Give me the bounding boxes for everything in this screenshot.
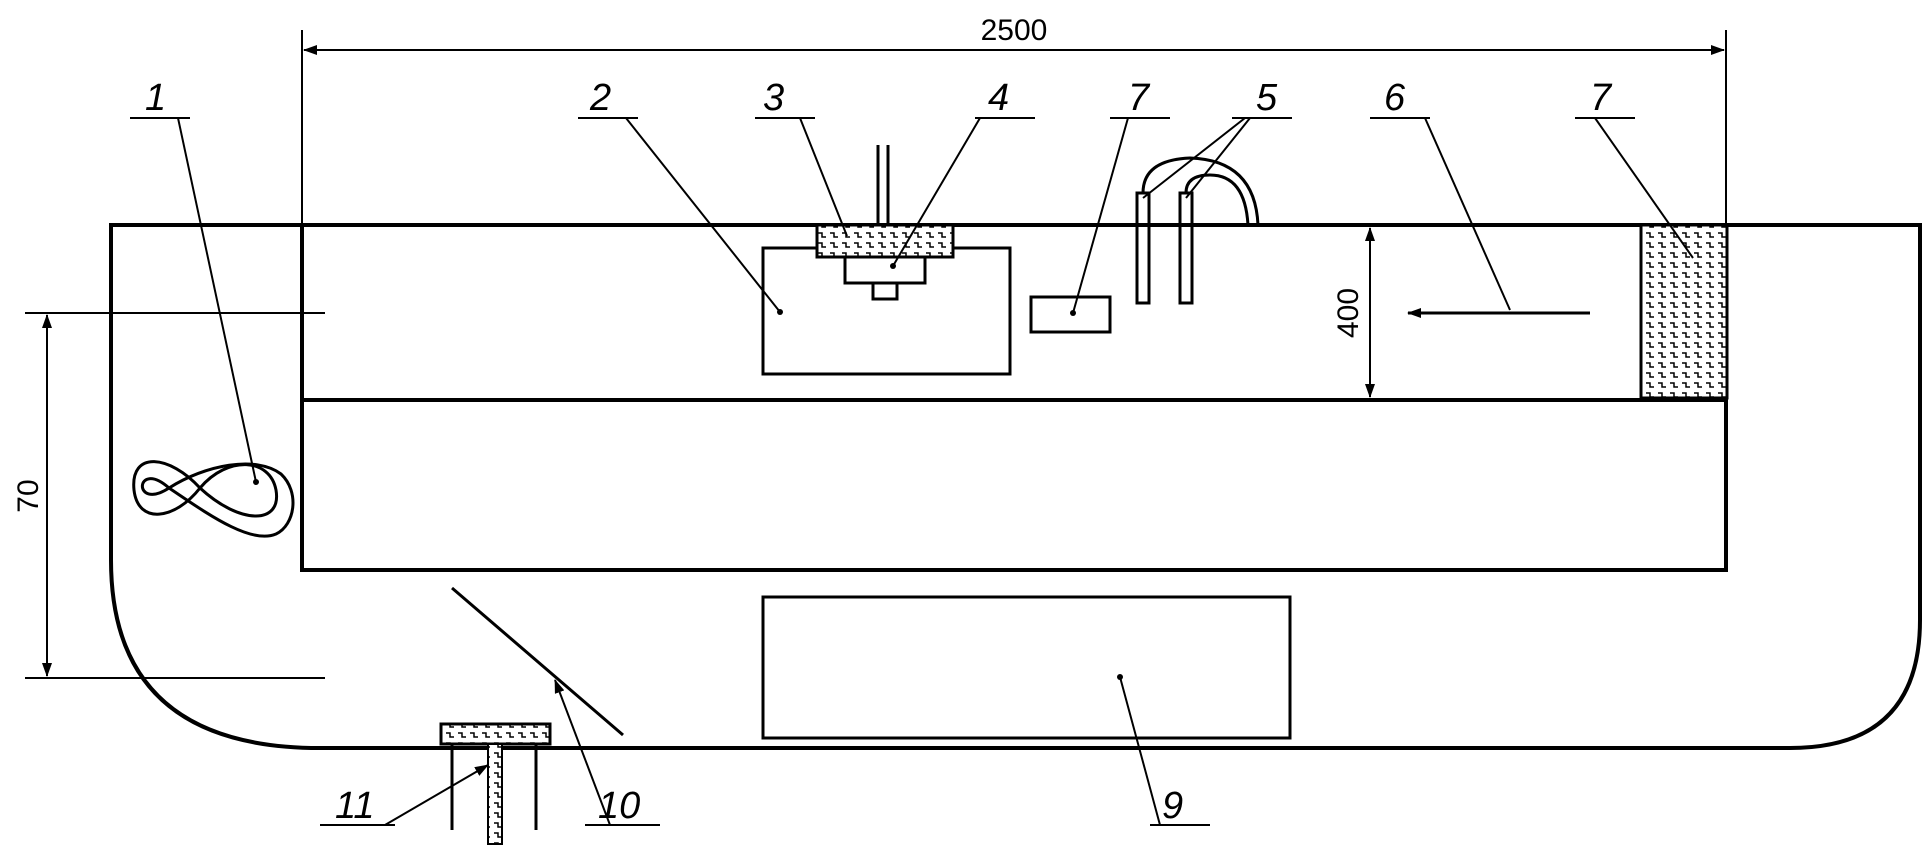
callout-1: 1 <box>145 77 166 119</box>
item-10-turning-vane <box>451 586 624 737</box>
leader-4-dot <box>890 263 896 269</box>
item-4-sensor-tip <box>871 281 899 301</box>
callout-4: 4 <box>988 77 1009 119</box>
item-4-sensor-body <box>843 255 927 285</box>
callout-5: 5 <box>1256 77 1278 119</box>
item-1-fan-loop <box>132 460 279 518</box>
callout-7: 7 <box>1590 77 1613 119</box>
leader-11 <box>384 764 489 826</box>
callout-2: 2 <box>589 77 611 119</box>
item-11-stem <box>487 743 503 845</box>
item-1-fan-symbol <box>140 462 295 538</box>
dim-height-label: 400 <box>1332 288 1365 338</box>
callout-6: 6 <box>1384 77 1406 119</box>
leader-4 <box>892 117 981 267</box>
item-2-model-box <box>761 246 1012 376</box>
leader-6 <box>1424 117 1511 311</box>
tunnel-outer-wall <box>109 223 1922 750</box>
dim-length-label: 2500 <box>981 14 1048 47</box>
dim-offset-label: 70 <box>12 479 45 512</box>
item-9-box <box>761 595 1292 740</box>
leader-9 <box>1119 676 1161 826</box>
leader-8 <box>1072 117 1129 314</box>
leader-2 <box>625 117 781 313</box>
leader-5b <box>1185 117 1251 199</box>
callout-11: 11 <box>335 785 374 827</box>
item-3-sensor-plate <box>815 223 955 259</box>
leader-8-dot <box>1070 310 1076 316</box>
item-7-honeycomb <box>1639 223 1729 400</box>
callout-3: 3 <box>763 77 784 119</box>
item-11-plate <box>439 722 552 746</box>
leader-7 <box>1594 117 1694 259</box>
leader-9-dot <box>1117 674 1123 680</box>
leader-3 <box>799 117 848 237</box>
item-5-probe-right <box>1178 191 1194 305</box>
item-5-probe-left <box>1135 191 1151 305</box>
leader-5a <box>1142 117 1246 199</box>
callout-8: 7 <box>1128 77 1151 119</box>
item-5-tube-loop <box>1141 156 1260 226</box>
leader-1 <box>177 117 257 483</box>
item-8-box <box>1029 295 1112 334</box>
tunnel-inner-block <box>300 398 1728 572</box>
leader-2-dot <box>777 309 783 315</box>
callout-10: 10 <box>598 785 640 827</box>
callout-9: 9 <box>1162 785 1183 827</box>
leader-1-dot <box>253 479 259 485</box>
leader-10 <box>554 679 611 826</box>
